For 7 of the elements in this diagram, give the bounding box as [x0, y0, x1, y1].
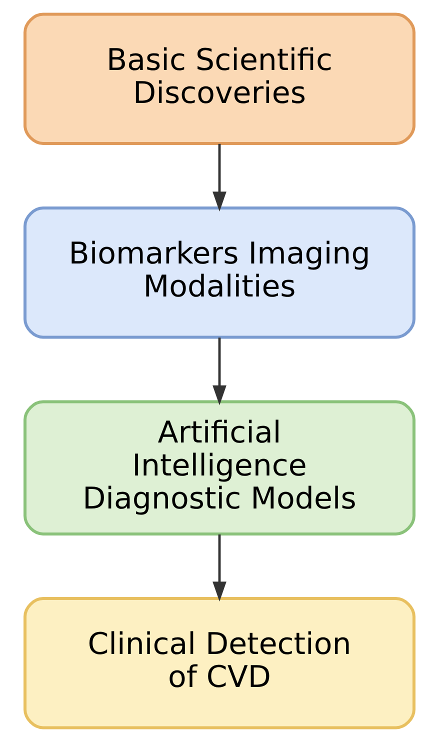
node-box: Basic Scientific Discoveries: [24, 12, 416, 145]
arrow: [212, 144, 226, 212]
node-box: Clinical Detection of CVD: [24, 597, 416, 730]
node-box: Biomarkers Imaging Modalities: [24, 206, 416, 339]
arrow: [212, 534, 226, 602]
arrow: [212, 338, 226, 406]
node-box: Artificial Intelligence Diagnostic Models: [24, 400, 416, 536]
